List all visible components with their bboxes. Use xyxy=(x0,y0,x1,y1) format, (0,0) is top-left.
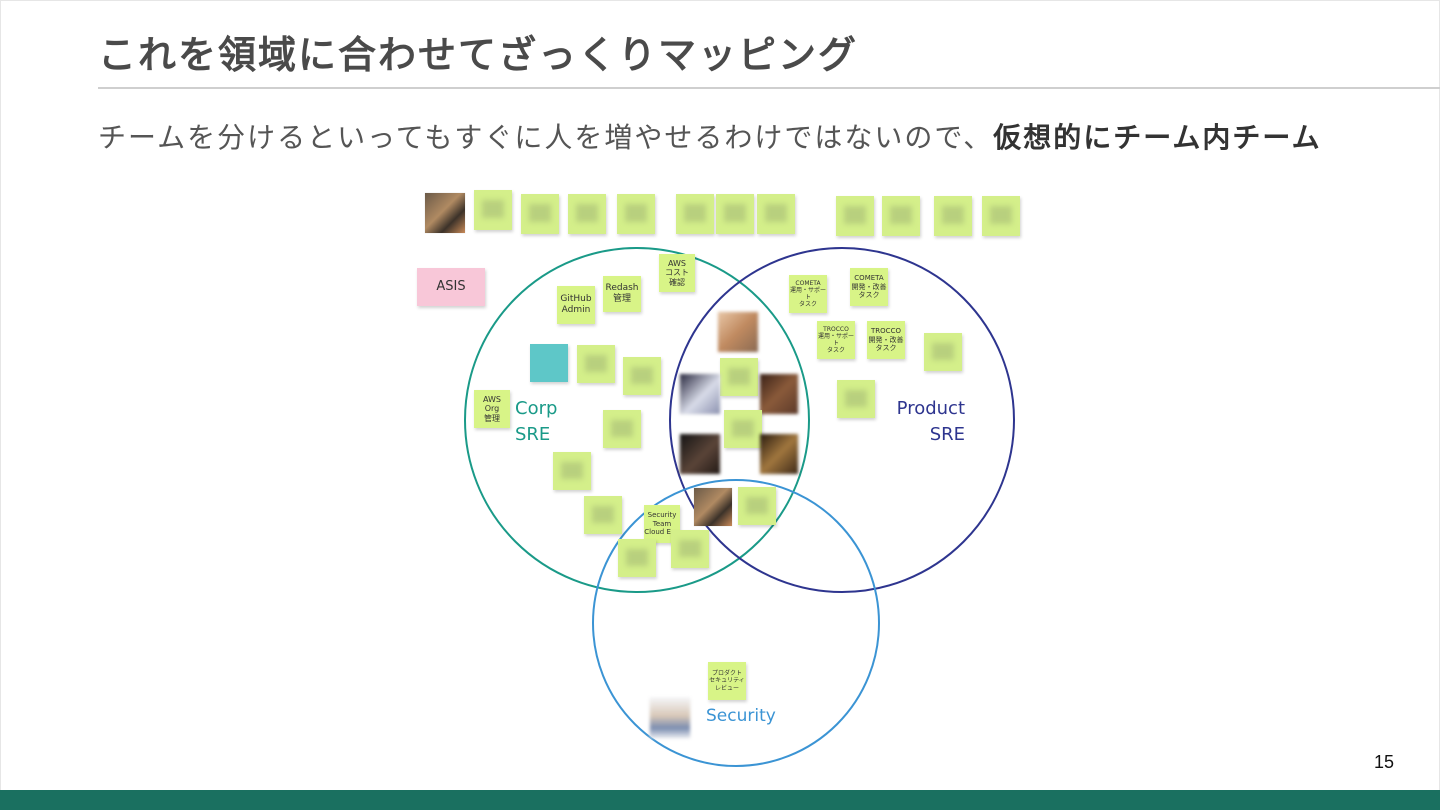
sticky-note xyxy=(757,194,795,234)
redash-note-text: Redash 管理 xyxy=(605,283,639,304)
sticky-note xyxy=(671,530,709,568)
product-security-note-text: プロダクト セキュリティ レビュー xyxy=(709,670,745,692)
trocco-ops-note: TROCCO 運用・サポート タスク xyxy=(817,321,855,359)
trocco-dev-note-text: TROCCO 開発・改善 タスク xyxy=(868,327,904,353)
slide-subtitle: チームを分けるといってもすぐに人を増やせるわけではないので、仮想的にチーム内チー… xyxy=(98,116,1322,156)
subtitle-text: チームを分けるといってもすぐに人を増やせるわけではないので、 xyxy=(98,121,994,154)
aws-cost-note: AWS コスト 確認 xyxy=(659,254,695,292)
page-number: 15 xyxy=(1374,752,1395,772)
sticky-note xyxy=(584,496,622,534)
member-photo xyxy=(718,312,758,352)
trocco-ops-note-text: TROCCO 運用・サポート タスク xyxy=(817,325,854,355)
aws-org-note: AWS Org 管理 xyxy=(474,390,510,428)
github-admin-note: GitHub Admin xyxy=(557,286,595,324)
sticky-note xyxy=(720,358,758,396)
sticky-note xyxy=(617,194,655,234)
sticky-note xyxy=(623,357,661,395)
member-photo xyxy=(760,374,798,414)
security-circle xyxy=(592,479,880,767)
sticky-note xyxy=(521,194,559,234)
sticky-note xyxy=(553,452,591,490)
corp-label-line2: SRE xyxy=(515,424,551,445)
member-photo xyxy=(680,434,720,474)
asis-note-text: ASIS xyxy=(436,279,466,295)
cometa-ops-note: COMETA 運用・サポート タスク xyxy=(789,275,827,313)
sticky-note xyxy=(836,196,874,236)
sticky-note xyxy=(738,487,776,525)
cometa-ops-note-text: COMETA 運用・サポート タスク xyxy=(789,279,826,309)
sticky-note xyxy=(982,196,1020,236)
cometa-dev-note-text: COMETA 開発・改善 タスク xyxy=(851,274,887,300)
corp-sre-label: Corp SRE xyxy=(515,396,557,448)
member-photo xyxy=(650,698,690,738)
product-sre-label: Product SRE xyxy=(893,396,965,448)
sticky-note xyxy=(934,196,972,236)
member-photo xyxy=(680,374,720,414)
teal-sticky-note xyxy=(530,344,568,382)
sticky-note xyxy=(577,345,615,383)
redash-note: Redash 管理 xyxy=(603,276,641,312)
cat-avatar-photo xyxy=(694,488,732,526)
aws-org-note-text: AWS Org 管理 xyxy=(482,394,502,423)
trocco-dev-note: TROCCO 開発・改善 タスク xyxy=(867,321,905,359)
product-label-line1: Product xyxy=(896,398,965,419)
asis-note: ASIS xyxy=(417,268,485,306)
sticky-note xyxy=(474,190,512,230)
member-photo xyxy=(760,434,798,474)
sticky-note xyxy=(724,410,762,448)
sticky-note xyxy=(568,194,606,234)
corp-sre-circle xyxy=(464,247,810,593)
github-admin-note-text: GitHub Admin xyxy=(560,294,592,315)
footer-bar xyxy=(0,790,1440,810)
product-sre-circle xyxy=(669,247,1015,593)
slide-title: これを領域に合わせてざっくりマッピング xyxy=(98,33,859,77)
corp-label-line1: Corp xyxy=(515,398,558,419)
sticky-note xyxy=(618,539,656,577)
sticky-note xyxy=(882,196,920,236)
title-divider xyxy=(98,87,1440,89)
sticky-note xyxy=(924,333,962,371)
cat-avatar-photo xyxy=(425,193,465,233)
cometa-dev-note: COMETA 開発・改善 タスク xyxy=(850,268,888,306)
sticky-note xyxy=(716,194,754,234)
security-label: Security xyxy=(706,706,776,726)
product-label-line2: SRE xyxy=(929,424,965,445)
subtitle-emphasis: 仮想的にチーム内チーム xyxy=(993,121,1322,154)
sticky-note xyxy=(676,194,714,234)
sticky-note xyxy=(603,410,641,448)
sticky-note xyxy=(837,380,875,418)
product-security-note: プロダクト セキュリティ レビュー xyxy=(708,662,746,700)
aws-cost-note-text: AWS コスト 確認 xyxy=(665,258,689,287)
